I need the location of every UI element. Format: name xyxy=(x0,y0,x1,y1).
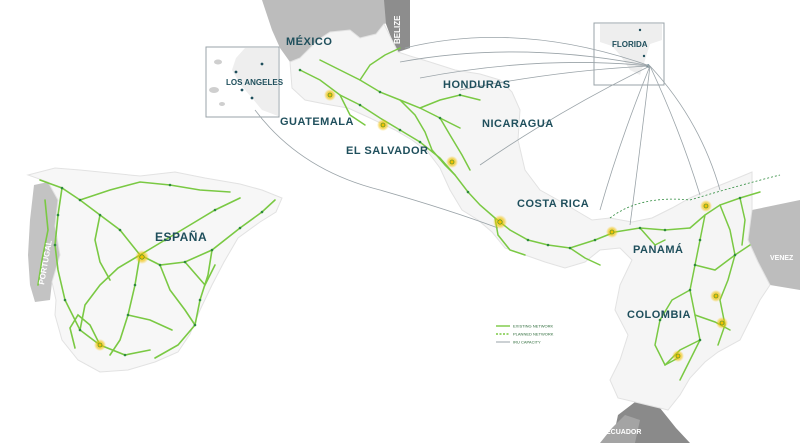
inset-florida xyxy=(593,22,665,86)
legend-planned: PLANNED NETWORK xyxy=(513,332,554,337)
label-costa-rica: COSTA RICA xyxy=(517,198,589,210)
label-colombia: COLOMBIA xyxy=(627,309,691,321)
label-panama: PANAMÁ xyxy=(633,243,683,256)
label-honduras: HONDURAS xyxy=(443,79,511,91)
label-nicaragua: NICARAGUA xyxy=(482,118,554,130)
label-guatemala: GUATEMALA xyxy=(280,116,354,128)
label-venezuela: VENEZ xyxy=(770,255,794,262)
label-los-angeles: LOS ANGELES xyxy=(226,78,284,87)
label-ecuador: ECUADOR xyxy=(606,429,641,436)
map-legend: EXISTING NETWORK PLANNED NETWORK IRU CAP… xyxy=(496,324,554,345)
legend-iru: IRU CAPACITY xyxy=(513,340,541,345)
network-colombia xyxy=(654,191,761,381)
label-florida: FLORIDA xyxy=(612,40,648,49)
country-labels: MÉXICO BELIZE GUATEMALA HONDURAS EL SALV… xyxy=(37,15,794,436)
network-hubs xyxy=(94,89,728,362)
inset-los-angeles xyxy=(205,46,280,118)
label-espana: ESPAÑA xyxy=(155,229,207,244)
label-el-salvador: EL SALVADOR xyxy=(346,145,429,157)
submarine-links xyxy=(254,37,781,229)
label-mexico: MÉXICO xyxy=(286,35,332,48)
label-belize: BELIZE xyxy=(393,15,402,44)
legend-existing: EXISTING NETWORK xyxy=(513,324,554,329)
city-dots xyxy=(53,68,742,357)
background-land xyxy=(28,0,800,443)
land-masses xyxy=(26,23,771,411)
